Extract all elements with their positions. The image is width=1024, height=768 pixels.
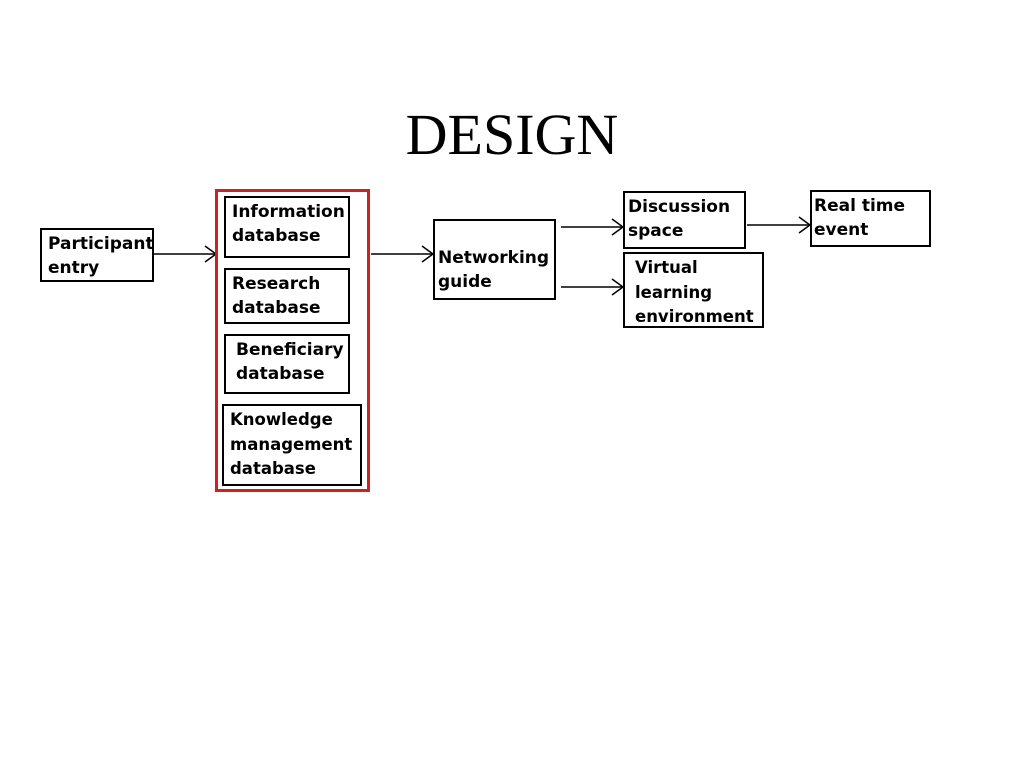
networking-guide-box: Networking guide (433, 219, 556, 300)
virtual-learning-environment-box: Virtual learning environment (623, 252, 764, 328)
participant-entry-box: Participant entry (40, 228, 154, 282)
information-database-box: Information database (224, 196, 350, 258)
knowledge-management-database-box: Knowledge management database (222, 404, 362, 486)
beneficiary-database-box: Beneficiary database (224, 334, 350, 394)
real-time-event-box: Real time event (810, 190, 931, 247)
database-group (215, 189, 370, 492)
slide-title: DESIGN (405, 102, 619, 167)
discussion-space-box: Discussion space (623, 191, 746, 249)
research-database-box: Research database (224, 268, 350, 324)
